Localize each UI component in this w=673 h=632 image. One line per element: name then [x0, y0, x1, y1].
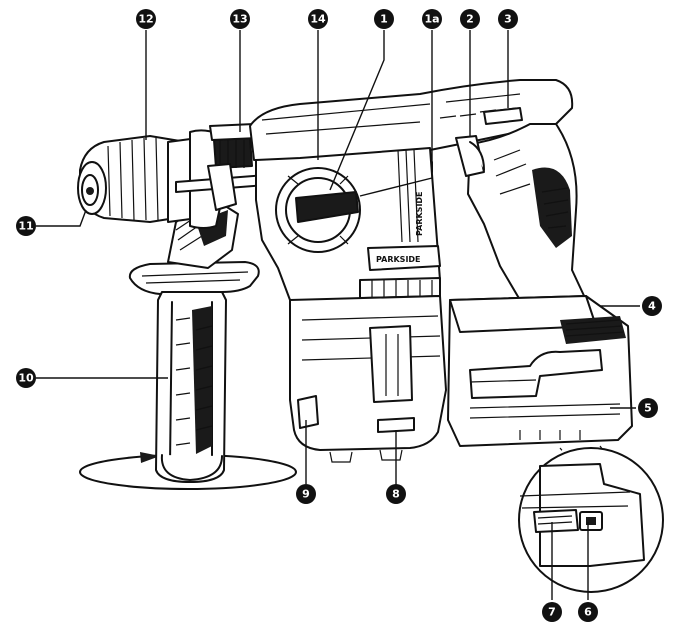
callout-2: 2	[460, 9, 480, 29]
callout-3: 3	[498, 9, 518, 29]
callout-14: 14	[308, 9, 328, 29]
callout-9: 9	[296, 484, 316, 504]
svg-text:2: 2	[466, 13, 474, 26]
rotation-arrow	[140, 452, 160, 463]
svg-text:9: 9	[302, 488, 310, 501]
brand-label-side: PARKSIDE	[415, 191, 424, 236]
callout-8: 8	[386, 484, 406, 504]
lock-ring	[209, 123, 259, 169]
brand-label-front: PARKSIDE	[376, 255, 421, 264]
rear-grip	[455, 107, 587, 301]
callout-7: 7	[542, 602, 562, 622]
battery-pack	[447, 295, 633, 447]
callout-10: 10	[16, 368, 36, 388]
leader-lines	[36, 30, 640, 600]
callout-1: 1	[374, 9, 394, 29]
svg-text:3: 3	[504, 13, 512, 26]
svg-text:7: 7	[548, 606, 556, 619]
callout-6: 6	[578, 602, 598, 622]
callout-badges: 1 1a 2 3 4 5 6 7 8 9 10 11 12 13 14	[16, 9, 662, 622]
svg-text:4: 4	[648, 300, 656, 313]
svg-text:10: 10	[18, 372, 34, 385]
callout-11: 11	[16, 216, 36, 236]
callout-5: 5	[638, 398, 658, 418]
callout-4: 4	[642, 296, 662, 316]
svg-text:1: 1	[380, 13, 388, 26]
lower-body	[289, 295, 447, 463]
callout-13: 13	[230, 9, 250, 29]
svg-text:14: 14	[310, 13, 326, 26]
callout-12: 12	[136, 9, 156, 29]
svg-text:13: 13	[232, 13, 247, 26]
svg-text:1a: 1a	[424, 13, 439, 26]
svg-text:5: 5	[644, 402, 652, 415]
svg-text:6: 6	[584, 606, 592, 619]
battery-detail-inset	[518, 445, 664, 593]
svg-text:12: 12	[138, 13, 153, 26]
svg-text:8: 8	[392, 488, 400, 501]
svg-text:11: 11	[18, 220, 33, 233]
auxiliary-handle	[128, 261, 260, 483]
callout-1a: 1a	[422, 9, 442, 29]
